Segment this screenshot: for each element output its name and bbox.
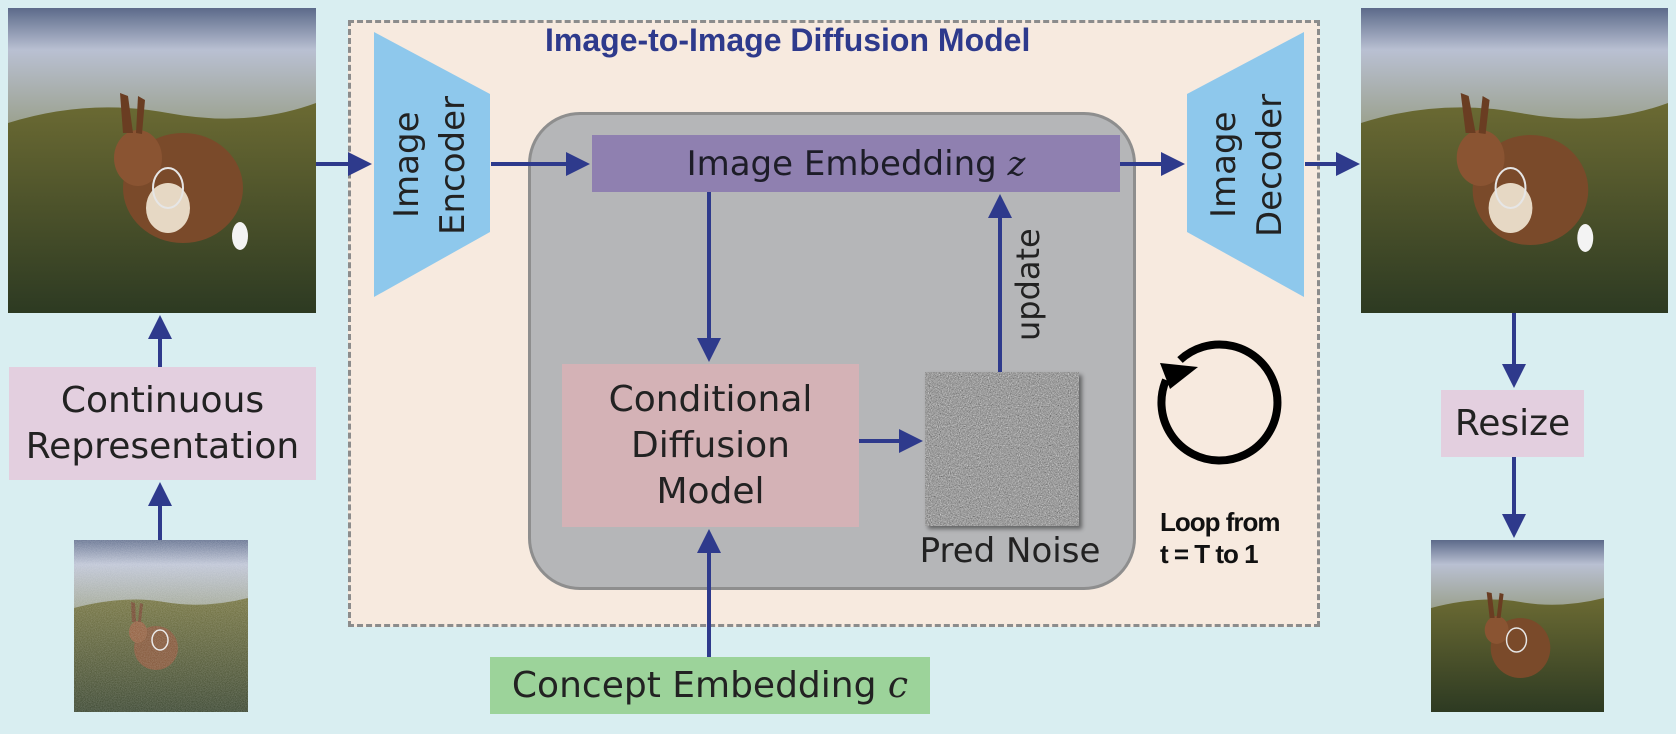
noisy-hare-image	[74, 540, 248, 712]
concept-embedding-c-box: Concept Embedding c	[490, 657, 930, 714]
image-embedding-z-box: Image Embedding z	[592, 135, 1120, 192]
resized-hare-image	[1431, 540, 1604, 712]
image-encoder-shape	[374, 32, 490, 297]
concept-embedding-label: Concept Embedding	[511, 665, 888, 706]
loop-caption: Loop from t = T to 1	[1160, 507, 1281, 569]
pred-noise-label: Pred Noise	[919, 531, 1101, 571]
concept-embedding-variable: c	[887, 665, 909, 706]
diagram-title: Image-to-Image Diffusion Model	[545, 22, 1031, 58]
predicted-noise-image	[925, 372, 1079, 526]
loop-icon	[1157, 340, 1282, 465]
image-decoder-shape	[1187, 32, 1304, 297]
input-hare-image	[8, 8, 316, 313]
resize-box: Resize	[1441, 390, 1584, 457]
image-embedding-variable: z	[1007, 143, 1026, 184]
output-hare-image	[1361, 8, 1668, 313]
image-embedding-label: Image Embedding	[686, 143, 1008, 184]
